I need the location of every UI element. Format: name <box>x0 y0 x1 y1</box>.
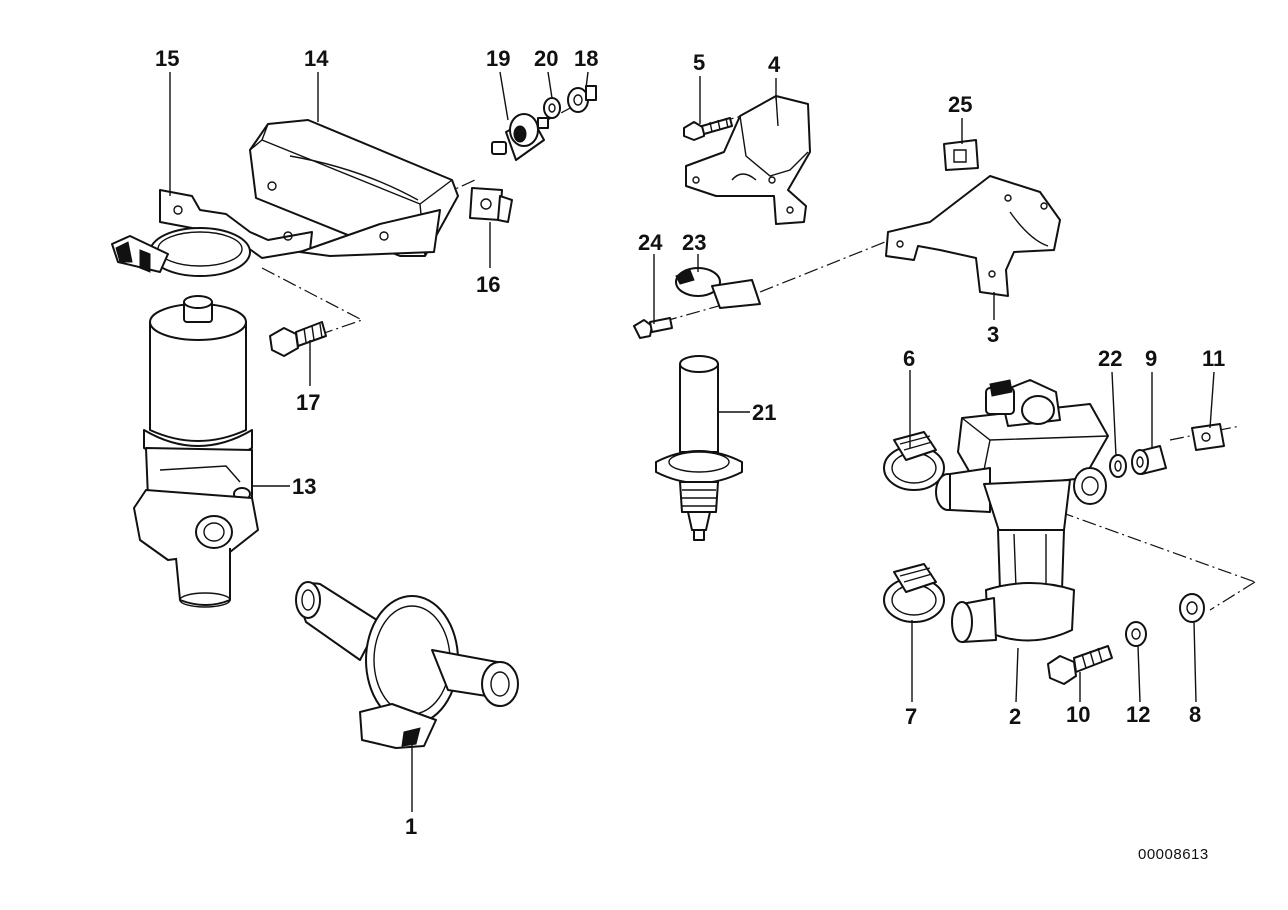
part-19-rubber-mount <box>491 113 549 161</box>
callout-labels: 15 14 19 20 18 16 17 13 1 5 4 25 24 23 3… <box>155 46 1225 839</box>
part-4-bracket <box>685 95 811 225</box>
part-16-clip-nut <box>469 187 513 223</box>
callout-9: 9 <box>1145 346 1157 371</box>
callout-14: 14 <box>304 46 329 71</box>
callout-12: 12 <box>1126 702 1150 727</box>
part-5-screw <box>683 117 733 141</box>
callout-18: 18 <box>574 46 598 71</box>
callout-16: 16 <box>476 272 500 297</box>
part-8-grommet <box>1179 593 1205 623</box>
callout-13: 13 <box>292 474 316 499</box>
part-22-o-ring <box>1109 454 1127 478</box>
part-14-heat-shield <box>249 119 459 257</box>
callout-17: 17 <box>296 390 320 415</box>
callout-3: 3 <box>987 322 999 347</box>
part-2-water-valve <box>935 379 1109 643</box>
callout-21: 21 <box>752 400 776 425</box>
part-23-clip <box>675 267 761 309</box>
callout-15: 15 <box>155 46 179 71</box>
part-1-valve <box>295 581 519 749</box>
callout-8: 8 <box>1189 702 1201 727</box>
part-20-washer <box>543 97 561 119</box>
callout-1: 1 <box>405 814 417 839</box>
callout-23: 23 <box>682 230 706 255</box>
part-7-hose-clamp <box>883 563 945 623</box>
part-13-water-pump <box>133 295 259 608</box>
drawing-number: 00008613 <box>1138 846 1209 863</box>
part-12-washer <box>1125 621 1147 647</box>
part-17-bolt <box>269 321 327 357</box>
callout-19: 19 <box>486 46 510 71</box>
callout-20: 20 <box>534 46 558 71</box>
part-15-clamp <box>111 189 313 277</box>
part-9-grommet <box>1131 445 1167 475</box>
part-10-screw <box>1047 645 1113 685</box>
callout-7: 7 <box>905 704 917 729</box>
part-25-grommet <box>943 139 979 171</box>
callout-6: 6 <box>903 346 915 371</box>
part-6-hose-clamp <box>883 431 945 491</box>
part-21-sensor <box>655 355 743 541</box>
callout-10: 10 <box>1066 702 1090 727</box>
callout-22: 22 <box>1098 346 1122 371</box>
part-11-clip <box>1191 423 1225 451</box>
leader-lines <box>169 71 1215 812</box>
part-24-screw <box>633 317 673 339</box>
callout-4: 4 <box>768 52 781 77</box>
part-18-nut <box>567 85 597 113</box>
callout-2: 2 <box>1009 704 1021 729</box>
callout-5: 5 <box>693 50 705 75</box>
callout-11: 11 <box>1202 346 1225 371</box>
callout-24: 24 <box>638 230 663 255</box>
part-3-bracket <box>885 175 1061 297</box>
callout-25: 25 <box>948 92 972 117</box>
